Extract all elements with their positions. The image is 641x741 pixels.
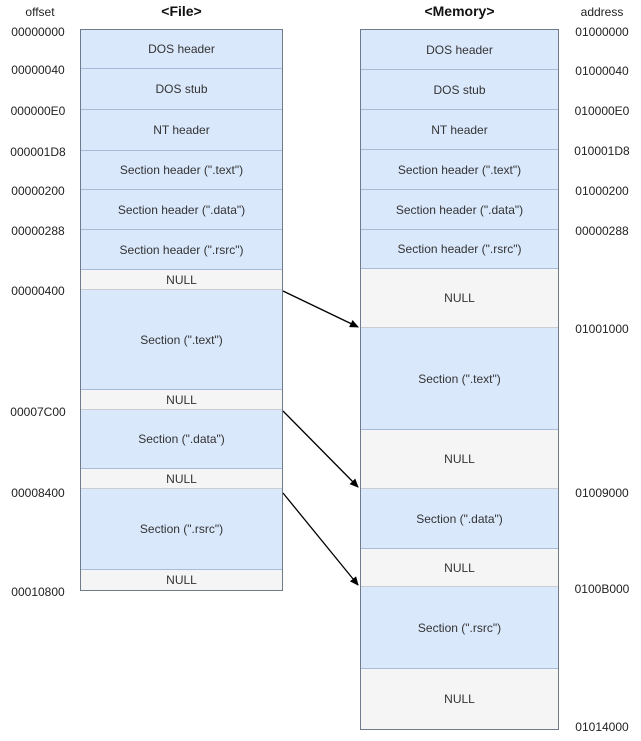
file-block-null-3: NULL [81,469,282,489]
memory-block-dos-header: DOS header [361,30,558,70]
offset-label-9: 00010800 [11,585,65,599]
mapping-arrow-rsrc-section [282,492,359,586]
offset-label-3: 000001D8 [10,145,66,159]
offset-label-6: 00000400 [11,284,65,298]
address-label-8: 0100B000 [574,582,630,596]
memory-block-section-header-rsrc: Section header (".rsrc") [361,230,558,269]
memory-block-section-header-text: Section header (".text") [361,150,558,190]
file-block-section-header-data: Section header (".data") [81,190,282,230]
file-block-section-data: Section (".data") [81,410,282,469]
address-label-3: 010001D8 [574,144,630,158]
memory-block-section-header-data: Section header (".data") [361,190,558,230]
memory-block-nt-header: NT header [361,110,558,150]
address-label-6: 01001000 [575,322,629,336]
memory-block-section-data: Section (".data") [361,489,558,549]
offset-label-7: 00007C00 [10,405,66,419]
address-label-2: 010000E0 [574,104,630,118]
file-block-section-rsrc: Section (".rsrc") [81,489,282,570]
file-block-null-2: NULL [81,390,282,410]
address-label-7: 01009000 [575,486,629,500]
offset-axis-label: offset [25,5,55,19]
file-block-section-header-rsrc: Section header (".rsrc") [81,230,282,270]
address-label-0: 01000000 [575,25,629,39]
offset-label-5: 00000288 [11,224,65,238]
offset-label-8: 00008400 [11,486,65,500]
memory-column-title: <Memory> [424,3,495,19]
address-label-9: 01014000 [575,720,629,734]
offset-label-2: 000000E0 [10,104,66,118]
memory-block-null-2: NULL [361,430,558,489]
memory-block-section-rsrc: Section (".rsrc") [361,587,558,669]
memory-block-null-1: NULL [361,269,558,328]
file-block-null-4: NULL [81,570,282,590]
address-label-1: 01000040 [575,64,629,78]
memory-block-null-3: NULL [361,549,558,587]
file-column-box: DOS header DOS stub NT header Section he… [80,29,283,591]
file-block-null-1: NULL [81,270,282,290]
memory-block-null-4: NULL [361,669,558,729]
offset-label-4: 00000200 [11,184,65,198]
mapping-arrow-text-section [282,290,359,328]
mapping-arrow-data-section [282,410,359,488]
offset-label-0: 00000000 [11,25,65,39]
file-block-section-header-text: Section header (".text") [81,151,282,190]
file-block-section-text: Section (".text") [81,290,282,390]
address-label-5: 00000288 [575,224,629,238]
file-block-dos-header: DOS header [81,30,282,69]
offset-label-1: 00000040 [11,63,65,77]
memory-column-box: DOS header DOS stub NT header Section he… [360,29,559,730]
file-block-nt-header: NT header [81,110,282,151]
address-axis-label: address [580,5,624,19]
file-block-dos-stub: DOS stub [81,69,282,110]
file-column-title: <File> [161,3,202,19]
address-label-4: 01000200 [575,184,629,198]
memory-block-section-text: Section (".text") [361,328,558,430]
memory-block-dos-stub: DOS stub [361,70,558,110]
